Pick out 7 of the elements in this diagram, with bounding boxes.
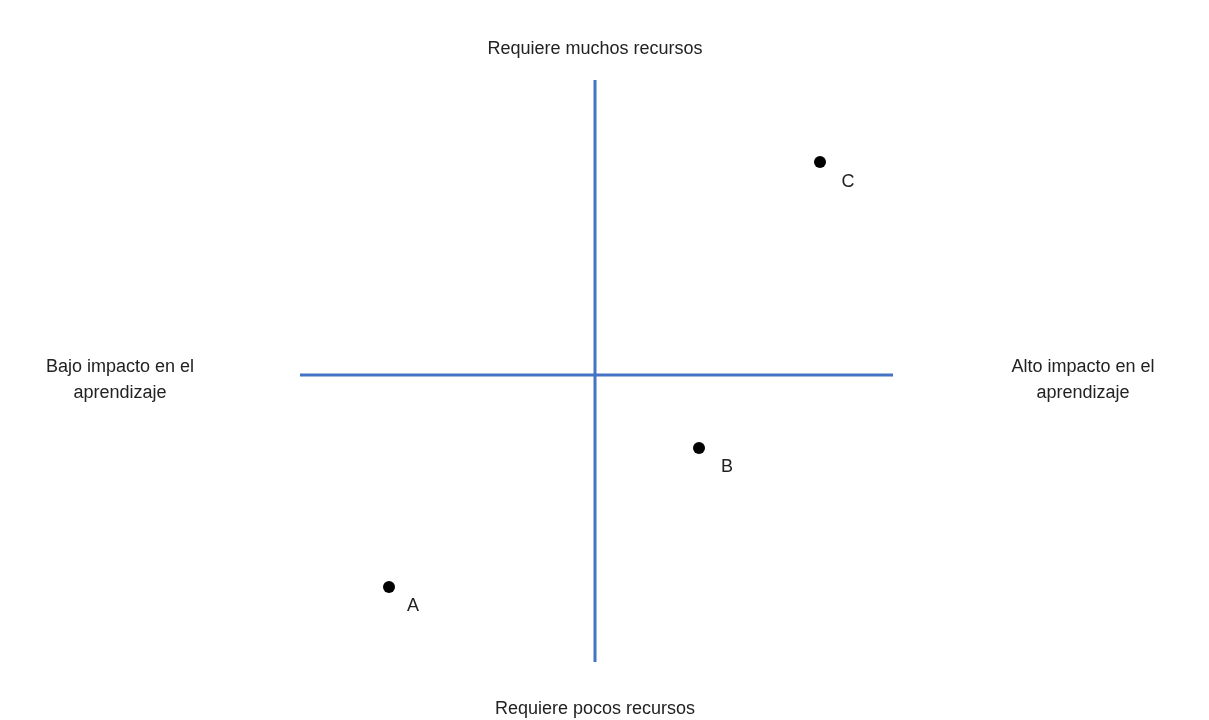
axis-label: Requiere pocos recursos	[493, 697, 697, 720]
axis-label: Bajo impacto en el aprendizaje	[44, 355, 196, 404]
axis-label: Requiere muchos recursos	[486, 37, 704, 60]
axis-label: Alto impacto en el aprendizaje	[1010, 355, 1156, 404]
point-label: A	[406, 594, 420, 617]
point-label: B	[720, 455, 734, 478]
point-label: C	[840, 170, 856, 193]
